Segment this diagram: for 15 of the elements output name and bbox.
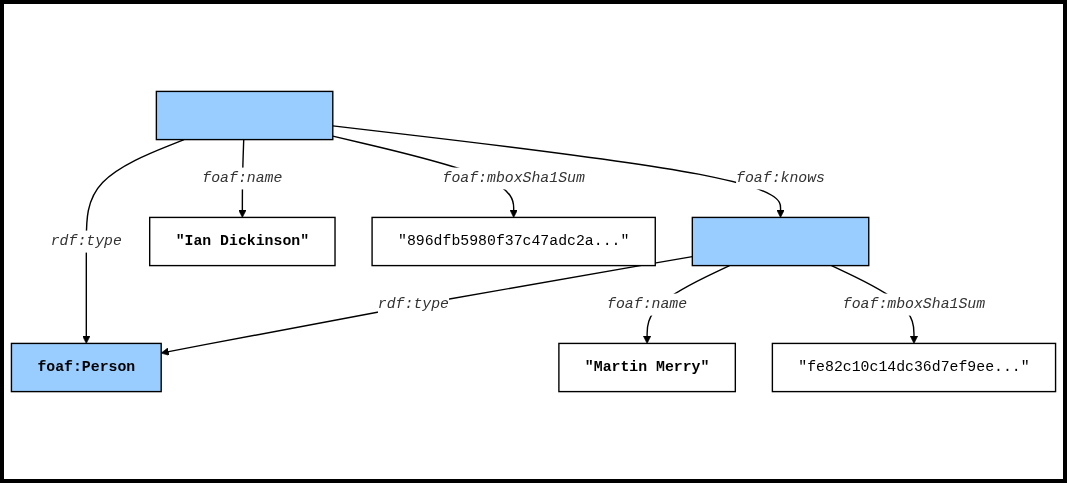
node-box xyxy=(691,216,870,267)
node-box: foaf:Person xyxy=(10,342,162,393)
edge-label: rdf:type xyxy=(50,233,122,250)
edge-label: foaf:name xyxy=(202,170,283,187)
edge-label: foaf:name xyxy=(607,296,688,313)
node-box: "fe82c10c14dc36d7ef9ee..." xyxy=(771,342,1057,393)
node-box: "896dfb5980f37c47adc2a..." xyxy=(371,216,656,267)
arrow xyxy=(82,138,185,344)
edge-label: foaf:mboxSha1Sum xyxy=(442,170,585,187)
node-box: "Martin Merry" xyxy=(558,342,736,393)
edge-label: rdf:type xyxy=(377,296,449,313)
edge-label: foaf:mboxSha1Sum xyxy=(842,296,986,313)
node-box: "Ian Dickinson" xyxy=(149,216,336,267)
edge-label: foaf:knows xyxy=(736,170,826,187)
node-box xyxy=(155,90,334,141)
